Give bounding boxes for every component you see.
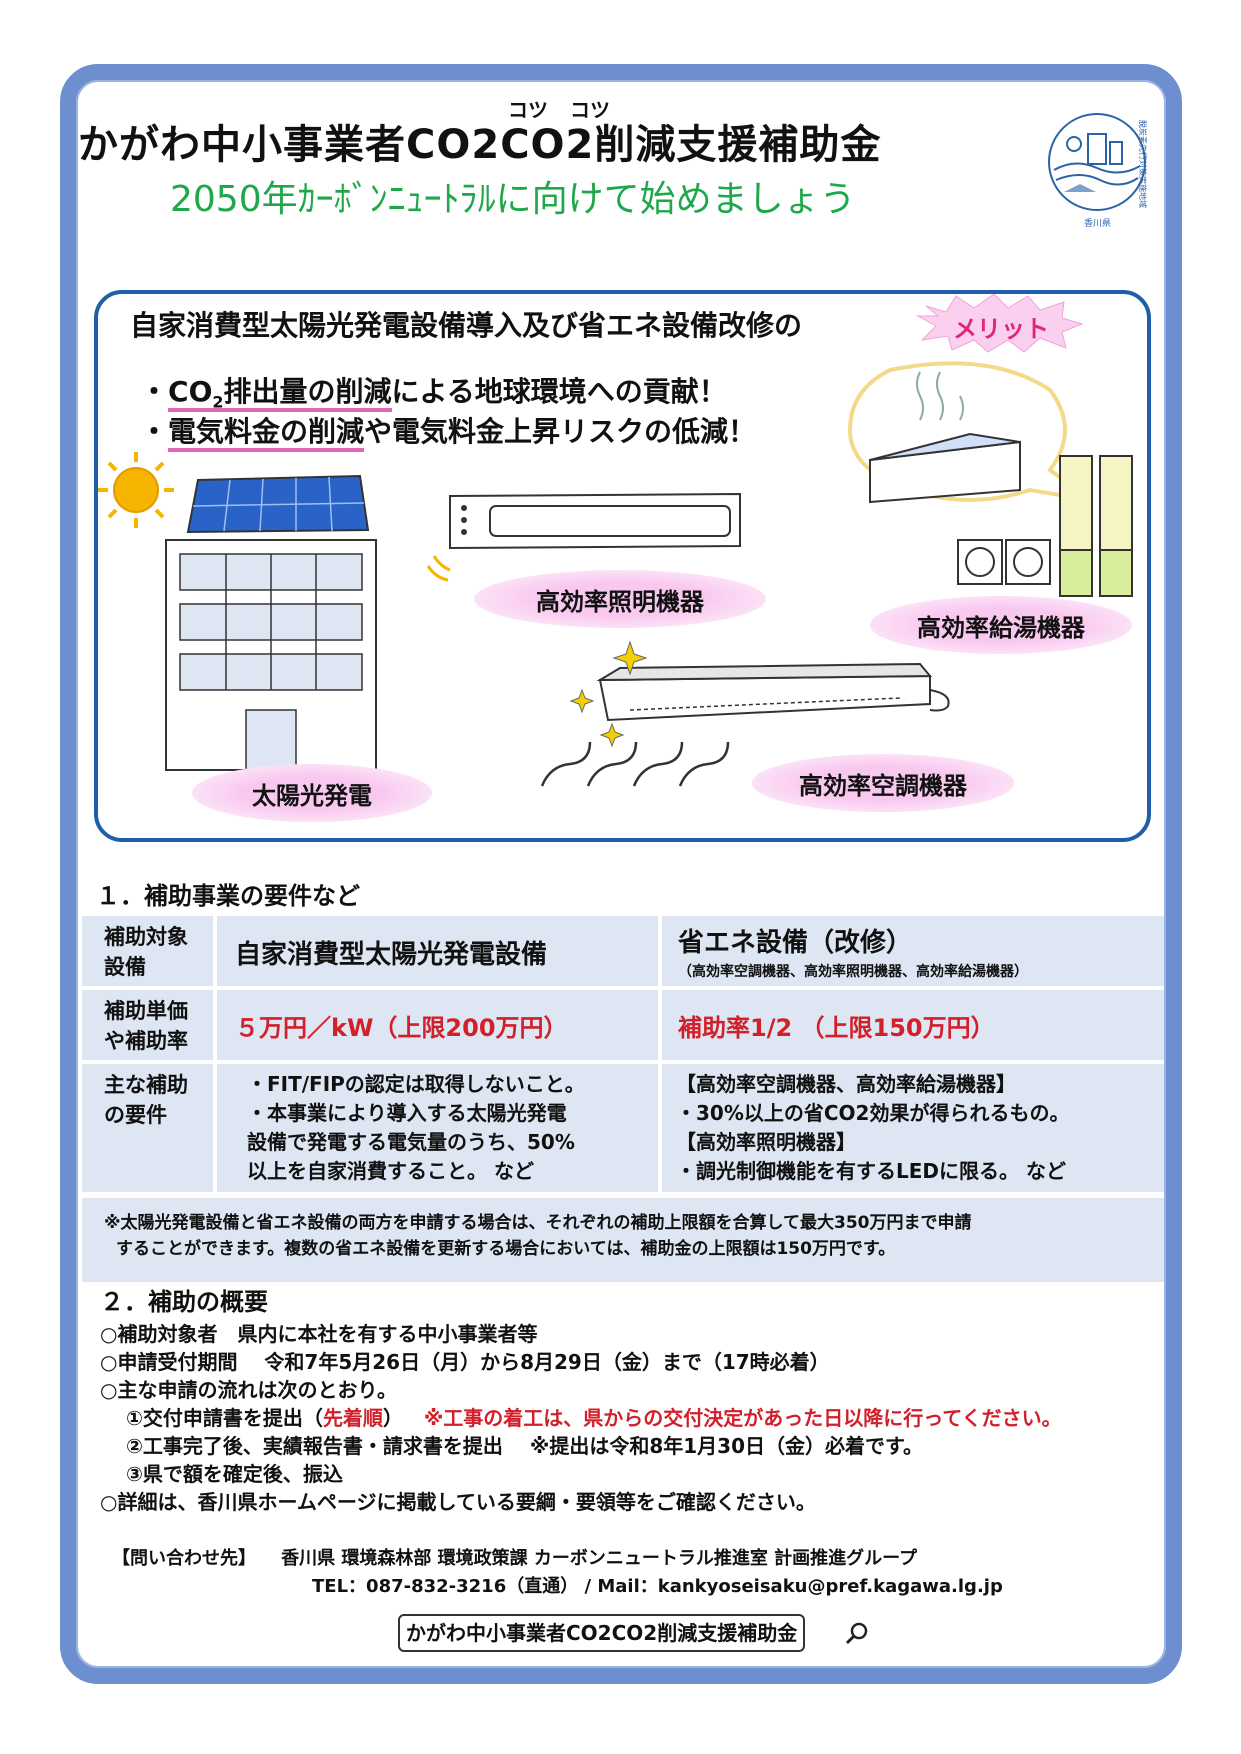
merit-burst xyxy=(916,294,1084,353)
cell-text: 自家消費型太陽光発電設備 xyxy=(235,940,548,970)
cell-line: 【高効率照明機器】 xyxy=(676,1130,856,1154)
first-come-text: 先着順 xyxy=(322,1406,383,1430)
solar-building-illustration xyxy=(98,452,377,771)
airflow-lines xyxy=(540,741,730,787)
table-row: 補助対象 設備 自家消費型太陽光発電設備 省エネ設備（改修） （高効率空調機器、… xyxy=(82,916,1164,986)
step-1: ①交付申請書を提出（先着順） ※工事の着工は、県からの交付決定があった日以降に行… xyxy=(100,1404,1150,1432)
cost-underlined: 電気料金の削減 xyxy=(168,415,365,452)
merit-bullet-cost: ・電気料金の削減や電気料金上昇リスクの低減！ xyxy=(140,410,757,452)
title-ruby-left: コツ xyxy=(508,98,548,122)
cell-text: 補助率1/2 （上限150万円） xyxy=(678,1014,995,1042)
search-icon[interactable] xyxy=(844,1620,870,1646)
section2-line: ○詳細は、香川県ホームページに掲載している要綱・要領等をご確認ください。 xyxy=(100,1490,816,1514)
row-header: 補助対象 設備 xyxy=(82,916,217,986)
cell-note: （高効率空調機器、高効率照明機器、高効率給湯機器） xyxy=(678,964,1028,980)
cell-text: ５万円／kW（上限200万円） xyxy=(235,1014,568,1042)
seal-logo: 脱炭素先行対策実施地域 香川県 xyxy=(1048,113,1148,229)
bullet-dot: ・ xyxy=(140,415,169,448)
co-text: CO xyxy=(168,375,213,408)
co2-reduction-text: CO2排出量の削減 xyxy=(168,375,392,412)
cell-line: 以上を自家消費すること。 など xyxy=(247,1159,534,1183)
section2-title: ２．補助の概要 xyxy=(100,1288,268,1316)
seal-text: 脱炭素先行対策実施地域 xyxy=(1138,120,1148,208)
row-header: 補助単価 や補助率 xyxy=(82,990,217,1060)
lighting-illustration xyxy=(426,492,741,582)
cell-solar-rate: ５万円／kW（上限200万円） xyxy=(217,990,662,1060)
co2-underlined: 排出量の削減 xyxy=(223,375,392,408)
step-1-close: ） xyxy=(382,1406,403,1430)
row-header-line: 設備 xyxy=(104,955,146,979)
row-header: 主な補助 の要件 xyxy=(82,1064,217,1192)
merit-bullet-co2: ・CO2排出量の削減による地球環境への貢献！ xyxy=(140,370,727,412)
section1-title: １．補助事業の要件など xyxy=(96,882,360,910)
step-1-text: ①交付申請書を提出（ xyxy=(126,1406,323,1430)
cell-text: 省エネ設備（改修） xyxy=(678,928,913,958)
contact-tel-mail: TEL：087-832-3216（直通） / Mail：kankyoseisak… xyxy=(312,1576,1003,1597)
merit-heading: 自家消費型太陽光発電設備導入及び省エネ設備改修の xyxy=(130,309,803,342)
row-header-line: や補助率 xyxy=(104,1029,188,1053)
cell-line: 設備で発電する電気量のうち、50% xyxy=(247,1130,575,1154)
label-water-heater: 高効率給湯機器 xyxy=(870,596,1132,654)
cell-line: ・調光制御機能を有するLEDに限る。 など xyxy=(676,1159,1066,1183)
water-heater-illustration xyxy=(847,361,1133,597)
section2-line: ○主な申請の流れは次のとおり。 xyxy=(100,1378,398,1402)
sun-icon xyxy=(98,452,174,528)
co2-rest: による地球環境への貢献！ xyxy=(391,375,727,408)
cell-solar-req: ・FIT/FIPの認定は取得しないこと。 ・本事業により導入する太陽光発電 設備… xyxy=(217,1064,662,1192)
co-sub: 2 xyxy=(212,392,224,412)
cell-line: ・本事業により導入する太陽光発電 xyxy=(247,1101,567,1125)
cell-energy-req: 【高効率空調機器、高効率給湯機器】 ・30%以上の省CO2効果が得られるもの。 … xyxy=(662,1064,1164,1192)
cell-line: ・FIT/FIPの認定は取得しないこと。 xyxy=(247,1072,585,1096)
search-box[interactable]: かがわ中小事業者CO2CO2削減支援補助金 xyxy=(398,1614,806,1652)
step-2: ②工事完了後、実績報告書・請求書を提出 ※提出は令和8年1月30日（金）必着です… xyxy=(126,1434,924,1458)
title-ruby-right: コツ xyxy=(570,98,610,122)
step-3: ③県で額を確定後、振込 xyxy=(126,1462,343,1486)
note-box: ※太陽光発電設備と省エネ設備の両方を申請する場合は、それぞれの補助上限額を合算し… xyxy=(82,1198,1164,1282)
page-title: かがわ中小事業者CO2CO2削減支援補助金 xyxy=(78,122,882,168)
table-row: 主な補助 の要件 ・FIT/FIPの認定は取得しないこと。 ・本事業により導入す… xyxy=(82,1064,1164,1192)
requirements-table: 補助対象 設備 自家消費型太陽光発電設備 省エネ設備（改修） （高効率空調機器、… xyxy=(82,912,1164,1196)
bullet-dot: ・ xyxy=(140,375,169,408)
page-subtitle: 2050年ｶｰﾎﾞﾝﾆｭｰﾄﾗﾙに向けて始めましょう xyxy=(170,179,856,220)
row-header-line: 主な補助 xyxy=(104,1073,188,1097)
seal-pref: 香川県 xyxy=(1084,218,1111,229)
cell-line: 【高効率空調機器、高効率給湯機器】 xyxy=(676,1072,1016,1096)
cost-rest: や電気料金上昇リスクの低減！ xyxy=(364,415,757,448)
label-lighting: 高効率照明機器 xyxy=(474,570,766,628)
cell-energy-rate: 補助率1/2 （上限150万円） xyxy=(662,990,1164,1060)
note-line: ※太陽光発電設備と省エネ設備の両方を申請する場合は、それぞれの補助上限額を合算し… xyxy=(104,1213,972,1233)
cell-solar-target: 自家消費型太陽光発電設備 xyxy=(217,916,662,986)
section2-line: ○申請受付期間 令和7年5月26日（月）から8月29日（金）まで（17時必着） xyxy=(100,1350,830,1374)
row-header-line: の要件 xyxy=(104,1103,167,1127)
contact-label: 【問い合わせ先】 xyxy=(112,1548,256,1569)
row-header-line: 補助対象 xyxy=(104,925,188,949)
section2-line: ○補助対象者 県内に本社を有する中小事業者等 xyxy=(100,1322,538,1346)
aircon-illustration xyxy=(569,640,950,748)
cell-line: ・30%以上の省CO2効果が得られるもの。 xyxy=(676,1101,1070,1125)
contact-block: 【問い合わせ先】 香川県 環境森林部 環境政策課 カーボンニュートラル推進室 計… xyxy=(112,1545,1152,1601)
row-header-line: 補助単価 xyxy=(104,999,188,1023)
contact-org: 香川県 環境森林部 環境政策課 カーボンニュートラル推進室 計画推進グループ xyxy=(281,1548,918,1569)
section2: ２．補助の概要 ○補助対象者 県内に本社を有する中小事業者等 ○申請受付期間 令… xyxy=(100,1288,1150,1516)
label-solar: 太陽光発電 xyxy=(192,764,432,822)
table-row: 補助単価 や補助率 ５万円／kW（上限200万円） 補助率1/2 （上限150万… xyxy=(82,990,1164,1060)
cell-energy-target: 省エネ設備（改修） （高効率空調機器、高効率照明機器、高効率給湯機器） xyxy=(662,916,1164,986)
note-line: することができます。複数の省エネ設備を更新する場合においては、補助金の上限額は1… xyxy=(116,1239,896,1259)
label-aircon: 高効率空調機器 xyxy=(752,754,1014,812)
step-1-warning: ※工事の着工は、県からの交付決定があった日以降に行ってください。 xyxy=(423,1406,1062,1430)
merit-badge: メリット xyxy=(953,315,1049,343)
